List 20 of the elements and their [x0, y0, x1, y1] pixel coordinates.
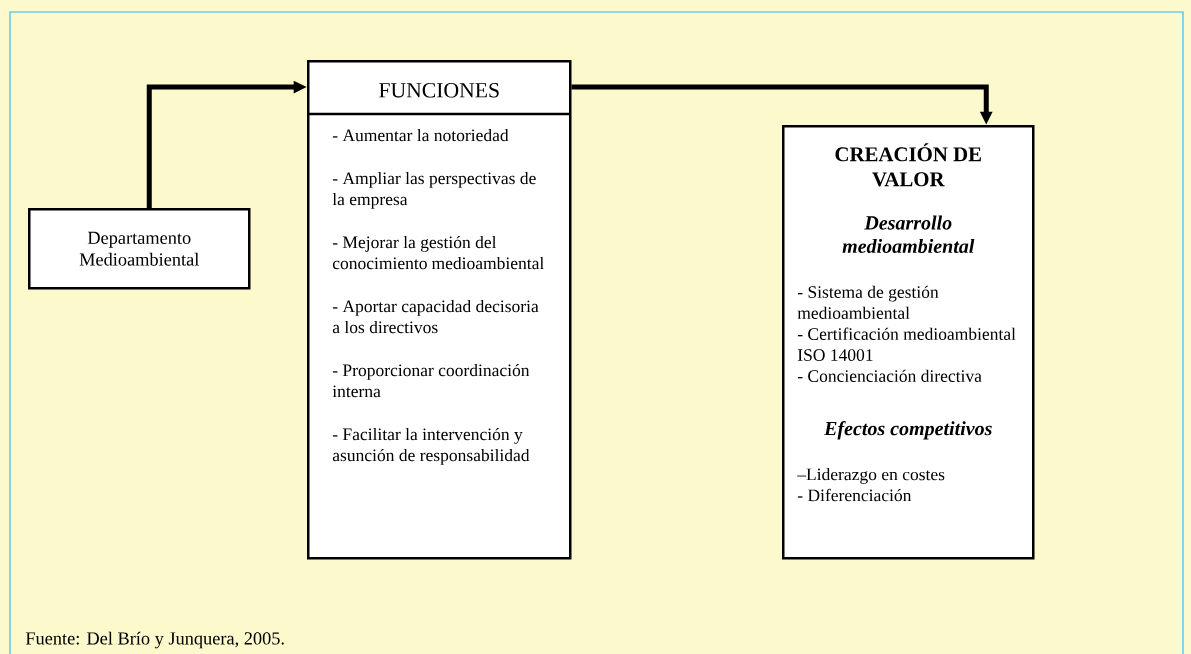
- list-item: - Facilitar la intervención y asunción de responsabilidad: [332, 427, 530, 465]
- department-box: [28, 208, 251, 290]
- box-heading: CREACIÓN DE VALOR: [835, 143, 981, 187]
- functions-box: [307, 60, 572, 560]
- list-item: - Certificación medioambiental ISO 14001: [797, 327, 1016, 361]
- list-item: - Mejorar la gestión del conocimiento medioambiental: [332, 235, 544, 270]
- list-item: - Sistema de gestión medioambiental: [797, 285, 939, 319]
- box-heading: FUNCIONES: [379, 82, 499, 98]
- box-subheading: Desarrollo medioambiental: [842, 215, 975, 254]
- list-item: –Liderazgo en costes: [797, 468, 945, 484]
- list-item: - Aumentar la notoriedad: [332, 128, 509, 142]
- list-item: - Aportar capacidad decisoria a los directivos: [332, 299, 539, 334]
- list-item: - Concienciación directiva: [797, 369, 982, 382]
- source-note: Fuente: Del Brío y Junquera, 2005.: [25, 631, 284, 649]
- box-label: Departamento Medioambiental: [79, 231, 199, 266]
- list-item: - Diferenciación: [797, 488, 912, 502]
- list-item: - Proporcionar coordinación interna: [332, 363, 530, 398]
- box-subheading: Efectos competitivos: [823, 421, 992, 440]
- value-creation-box: [782, 125, 1035, 560]
- list-item: - Ampliar las perspectivas de la empresa: [332, 171, 536, 209]
